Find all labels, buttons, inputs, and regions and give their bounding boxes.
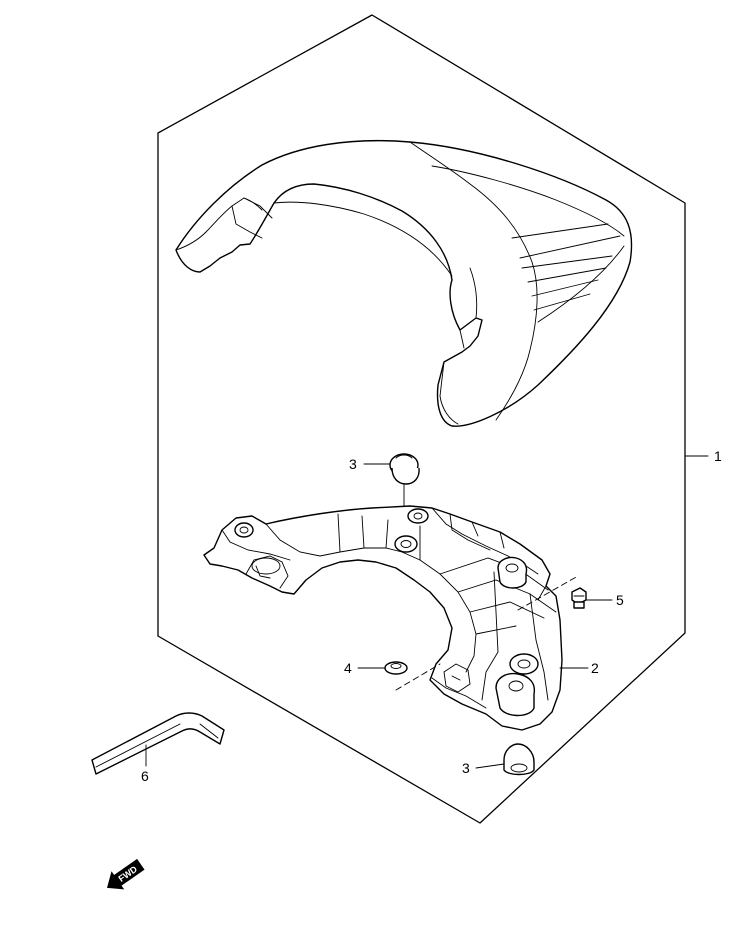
guide-line-washer	[395, 663, 441, 691]
callout-6: 6	[141, 768, 149, 784]
forward-direction-arrow: FWD	[106, 858, 145, 890]
kit-boundary	[157, 14, 686, 824]
seat-tail-cover	[175, 139, 633, 427]
rubber-cushion-lower	[503, 743, 535, 776]
leader-3-lower	[475, 763, 505, 769]
hex-key-wrench	[91, 712, 225, 775]
bolt	[571, 587, 587, 609]
rubber-cushion-upper	[389, 453, 420, 485]
washer	[384, 661, 408, 675]
callout-1: 1	[714, 448, 722, 464]
callout-3-lower: 3	[462, 760, 470, 776]
callout-4: 4	[344, 660, 352, 676]
callout-5: 5	[616, 592, 624, 608]
bracket-frame	[203, 505, 563, 731]
callout-3-upper: 3	[349, 456, 357, 472]
callout-2: 2	[591, 660, 599, 676]
arrow-shape	[106, 858, 145, 890]
guide-line-bolt	[517, 575, 579, 611]
